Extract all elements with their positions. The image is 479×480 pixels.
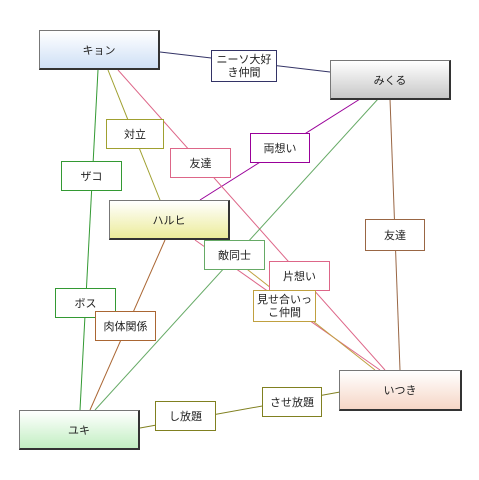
edge-kyon-yuki (79, 69, 99, 411)
edge-label-kyon-yuki: ザコ (61, 161, 122, 191)
edge-label-haruhi-yuki: 肉体関係 (95, 311, 156, 341)
node-kyon: キョン (39, 30, 160, 70)
node-haruhi: ハルヒ (109, 200, 230, 240)
edge-label-kyon-itsuki: 友達 (170, 148, 231, 178)
edge-label-mikuru-haruhi: 両想い (250, 133, 310, 163)
edge-label-haruhi-itsuki-oneway: 片想い (269, 261, 330, 291)
node-yuki: ユキ (19, 410, 140, 450)
edge-label-yuki-itsuki-1: し放題 (155, 401, 216, 431)
edge-label-kyon-haruhi: 対立 (106, 119, 164, 149)
node-mikuru: みくる (330, 60, 451, 100)
edge-label-mikuru-itsuki: 友達 (365, 219, 425, 251)
edge-label-haruhi-itsuki-show: 見せ合いっ こ仲間 (253, 290, 316, 322)
edge-label-yuki-itsuki-2: させ放題 (262, 387, 322, 417)
edge-label-mikuru-yuki: 敵同士 (204, 240, 265, 270)
node-itsuki: いつき (339, 370, 462, 411)
edge-label-kyon-mikuru: ニーソ大好 き仲間 (211, 50, 277, 82)
